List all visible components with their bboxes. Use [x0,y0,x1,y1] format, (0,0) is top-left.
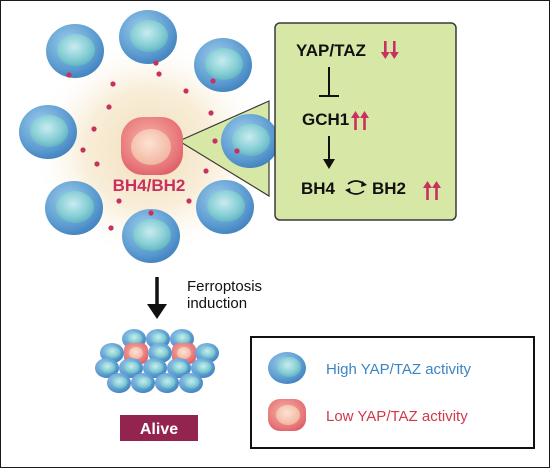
up-arrows-icon-bh2 [423,181,441,200]
high-activity-cell-small [143,358,167,378]
secreted-molecule-dot [108,225,114,231]
secreted-molecule-dot [148,210,154,216]
high-activity-cell-small [95,358,119,378]
high-activity-cell [122,209,180,263]
secreted-molecule-dot [183,88,189,94]
legend-low-swatch-icon [268,399,306,431]
secreted-molecule-dot [80,147,86,153]
high-activity-cell-small [179,373,203,393]
secreted-molecule-dot [234,148,240,154]
secreted-molecule-dot [106,104,112,110]
high-activity-cell [45,181,103,235]
high-activity-cell [46,24,104,78]
yap-taz-label: YAP/TAZ [296,41,366,60]
secreted-molecule-dot [186,198,192,204]
gch1-label: GCH1 [302,110,349,129]
high-activity-cell-small [119,358,143,378]
low-activity-cell-center [121,117,183,175]
secreted-molecule-dot [91,126,97,132]
activation-arrow-icon [323,136,335,169]
cluster-label: BH4/BH2 [113,176,186,195]
ferroptosis-arrow-icon [147,277,167,319]
secreted-molecule-dot [153,60,159,66]
down-arrows-icon [380,41,399,59]
high-activity-cell [221,114,279,168]
legend-low-label: Low YAP/TAZ activity [326,408,468,425]
alive-label: Alive [140,421,178,438]
high-activity-cell-small [107,373,131,393]
bh4-label: BH4 [301,179,336,198]
alive-badge [120,415,198,441]
secreted-molecule-dot [66,72,72,78]
high-activity-cell [119,10,177,64]
secreted-molecule-dot [210,78,216,84]
cell-cluster [19,10,279,263]
legend-high-swatch-icon [268,352,306,384]
high-activity-cell-small [100,343,124,363]
high-activity-cell [196,180,254,234]
inhibition-icon [319,67,339,97]
surviving-cell-cluster [95,329,219,393]
treatment-label-line1: Ferroptosis [187,278,262,295]
secreted-molecule-dot [212,138,218,144]
high-activity-cell-small [191,358,215,378]
up-arrows-icon [351,111,369,130]
interconversion-icon [345,180,367,195]
secreted-molecule-dot [116,198,122,204]
legend-high-label: High YAP/TAZ activity [326,361,472,378]
high-activity-cell-small [155,373,179,393]
high-activity-cell-small [148,343,172,363]
high-activity-cell-small [167,358,191,378]
secreted-molecule-dot [156,71,162,77]
secreted-molecule-dot [203,168,209,174]
high-activity-cell [194,38,252,92]
high-activity-cell-small [131,373,155,393]
high-activity-cell-small [195,343,219,363]
treatment-label-line2: induction [187,295,247,312]
secreted-molecule-dot [110,81,116,87]
bh2-label: BH2 [372,179,406,198]
secreted-molecule-dot [208,110,214,116]
high-activity-cell [19,105,77,159]
secreted-molecule-dot [94,161,100,167]
